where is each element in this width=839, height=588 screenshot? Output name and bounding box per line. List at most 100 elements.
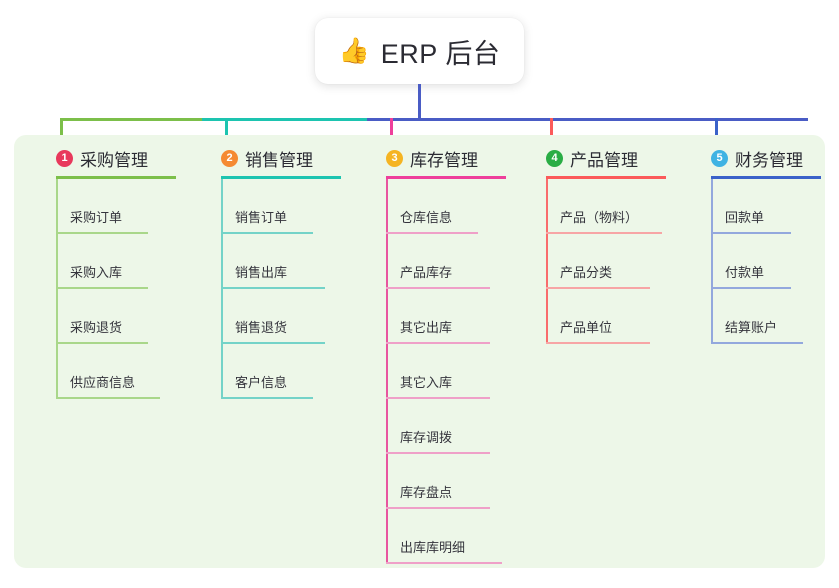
leaf-label: 客户信息: [235, 375, 288, 390]
leaf-item[interactable]: 销售退货: [221, 289, 353, 344]
leaf-label: 销售订单: [235, 210, 288, 225]
branch-spine-3: [386, 179, 388, 564]
leaf-item[interactable]: 回款单: [711, 179, 833, 234]
leaf-item[interactable]: 客户信息: [221, 344, 353, 399]
branch-badge-4: 4: [546, 149, 563, 167]
branch-rule-1: [56, 176, 176, 179]
branch-column-2: 2 销售管理销售订单销售出库销售退货客户信息: [203, 147, 353, 399]
leaf-item[interactable]: 库存调拨: [386, 399, 518, 454]
leaf-item[interactable]: 产品分类: [546, 234, 678, 289]
branch-children-1: 采购订单采购入库采购退货供应商信息: [38, 179, 188, 399]
branch-panel: [14, 135, 825, 568]
leaf-rule: [221, 232, 313, 234]
connector-drop-3: [390, 118, 393, 147]
leaf-rule: [56, 287, 148, 289]
leaf-rule: [711, 287, 791, 289]
branch-children-3: 仓库信息产品库存其它出库其它入库库存调拨库存盘点出库库明细: [368, 179, 518, 564]
branch-rule-5: [711, 176, 821, 179]
leaf-label: 销售退货: [235, 320, 288, 335]
connector-bar-segment-2: [202, 118, 367, 121]
leaf-rule: [711, 232, 791, 234]
leaf-item[interactable]: 供应商信息: [56, 344, 188, 399]
branch-title-2: 销售管理: [245, 150, 313, 170]
leaf-rule: [221, 342, 325, 344]
branch-badge-2: 2: [221, 149, 238, 167]
connector-drop-1: [60, 118, 63, 147]
leaf-item[interactable]: 库存盘点: [386, 454, 518, 509]
leaf-item[interactable]: 结算账户: [711, 289, 833, 344]
branch-badge-3: 3: [386, 149, 403, 167]
leaf-label: 采购入库: [70, 265, 123, 280]
leaf-rule: [546, 287, 650, 289]
leaf-rule: [56, 232, 148, 234]
leaf-label: 库存盘点: [400, 485, 453, 500]
connector-root-stem: [418, 84, 421, 121]
leaf-label: 库存调拨: [400, 430, 453, 445]
leaf-item[interactable]: 产品（物料）: [546, 179, 678, 234]
leaf-label: 供应商信息: [70, 375, 136, 390]
leaf-label: 产品分类: [560, 265, 613, 280]
branch-rule-2: [221, 176, 341, 179]
branch-children-4: 产品（物料） 产品分类产品单位: [528, 179, 678, 344]
leaf-rule: [711, 342, 803, 344]
leaf-rule: [221, 397, 313, 399]
leaf-label: 采购退货: [70, 320, 123, 335]
branch-header-4[interactable]: 4 产品管理: [528, 147, 678, 170]
leaf-item[interactable]: 销售出库: [221, 234, 353, 289]
branch-column-3: 3 库存管理仓库信息产品库存其它出库其它入库库存调拨库存盘点出库库明细: [368, 147, 518, 564]
leaf-rule: [546, 342, 650, 344]
leaf-rule: [386, 287, 490, 289]
branch-header-2[interactable]: 2 销售管理: [203, 147, 353, 170]
leaf-label: 其它入库: [400, 375, 453, 390]
leaf-rule: [546, 232, 662, 234]
leaf-rule: [221, 287, 325, 289]
leaf-item[interactable]: 采购订单: [56, 179, 188, 234]
root-node[interactable]: 👍 ERP 后台: [315, 18, 524, 84]
branch-title-3: 库存管理: [410, 150, 478, 170]
leaf-label: 出库库明细: [400, 540, 466, 555]
leaf-item[interactable]: 出库库明细: [386, 509, 518, 564]
leaf-label: 仓库信息: [400, 210, 453, 225]
branch-spine-4: [546, 179, 548, 344]
leaf-label: 回款单: [725, 210, 765, 225]
leaf-label: 产品库存: [400, 265, 453, 280]
leaf-item[interactable]: 采购退货: [56, 289, 188, 344]
branch-badge-1: 1: [56, 149, 73, 167]
branch-title-5: 财务管理: [735, 150, 803, 170]
leaf-item[interactable]: 销售订单: [221, 179, 353, 234]
branch-spine-1: [56, 179, 58, 399]
connector-drop-2: [225, 118, 228, 147]
thumbs-up-icon: 👍: [338, 36, 370, 65]
leaf-item[interactable]: 其它入库: [386, 344, 518, 399]
leaf-rule: [386, 232, 478, 234]
branch-header-5[interactable]: 5 财务管理: [693, 147, 833, 170]
leaf-item[interactable]: 产品库存: [386, 234, 518, 289]
leaf-item[interactable]: 仓库信息: [386, 179, 518, 234]
leaf-label: 采购订单: [70, 210, 123, 225]
leaf-label: 产品（物料）: [560, 210, 639, 225]
branch-badge-5: 5: [711, 149, 728, 167]
connector-drop-5: [715, 118, 718, 147]
branch-column-5: 5 财务管理回款单付款单结算账户: [693, 147, 833, 344]
leaf-rule: [386, 452, 490, 454]
leaf-item[interactable]: 付款单: [711, 234, 833, 289]
branch-header-3[interactable]: 3 库存管理: [368, 147, 518, 170]
leaf-item[interactable]: 其它出库: [386, 289, 518, 344]
leaf-rule: [386, 562, 502, 564]
branch-rule-4: [546, 176, 666, 179]
leaf-item[interactable]: 产品单位: [546, 289, 678, 344]
leaf-item[interactable]: 采购入库: [56, 234, 188, 289]
leaf-rule: [56, 342, 148, 344]
branch-title-4: 产品管理: [570, 150, 638, 170]
leaf-rule: [386, 397, 490, 399]
leaf-label: 销售出库: [235, 265, 288, 280]
branch-children-2: 销售订单销售出库销售退货客户信息: [203, 179, 353, 399]
leaf-label: 结算账户: [725, 320, 778, 335]
leaf-label: 其它出库: [400, 320, 453, 335]
connector-bar-segment-1: [62, 118, 202, 121]
connector-bar-segment-3: [367, 118, 808, 121]
branch-rule-3: [386, 176, 506, 179]
